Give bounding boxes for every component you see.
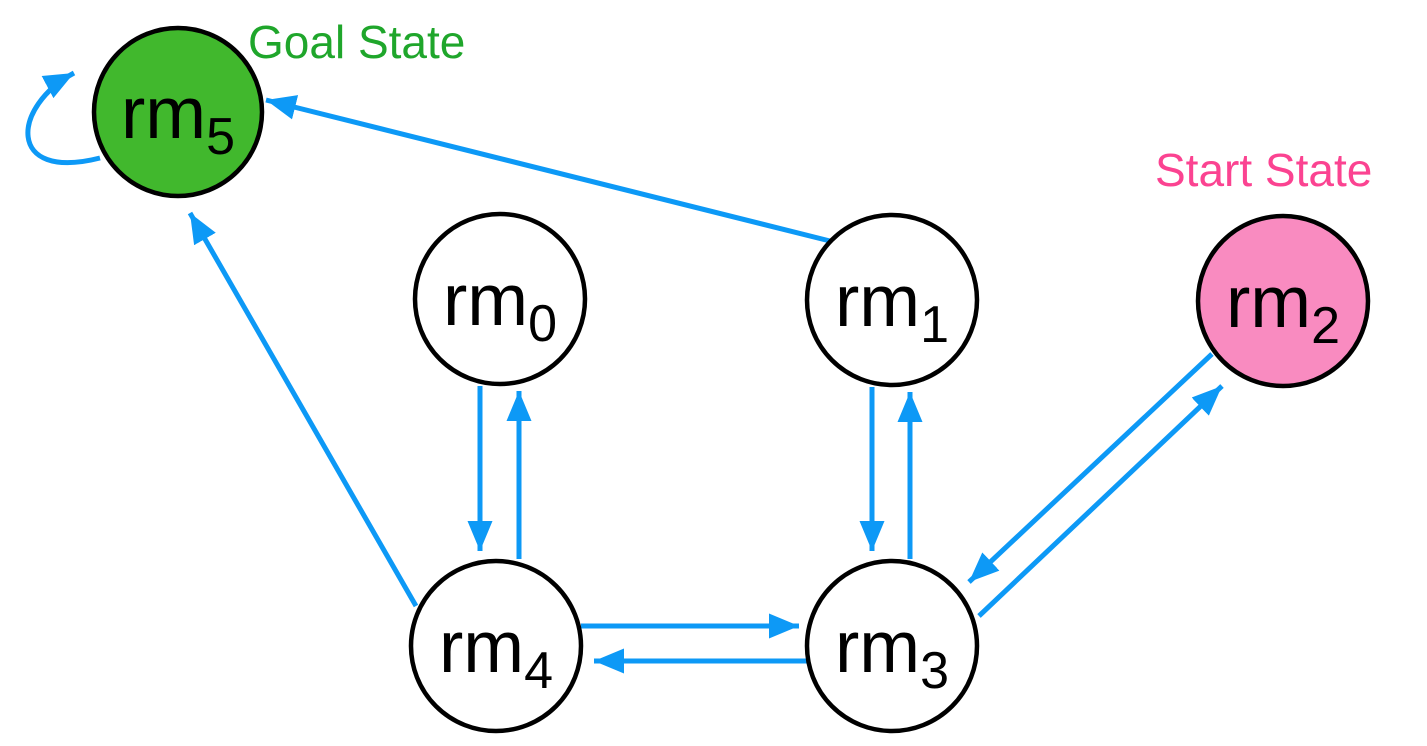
node-circle-rm0 xyxy=(412,211,588,387)
node-rm1-room: rm1 xyxy=(804,212,980,388)
edge-rm1-to-rm5 xyxy=(265,95,831,244)
nodes-layer: rm5 rm0 rm1 rm2 rm4 rm3 xyxy=(91,25,1371,734)
node-label-rm1: rm1 xyxy=(835,261,949,354)
goal-state-label: Goal State xyxy=(248,16,465,68)
node-circle-rm3 xyxy=(804,558,980,734)
node-rm0-room: rm0 xyxy=(412,211,588,387)
edges-layer xyxy=(25,70,1224,674)
edge-rm3-to-rm2 xyxy=(977,384,1224,618)
node-circle-rm2 xyxy=(1195,213,1371,389)
node-rm3-room: rm3 xyxy=(804,558,980,734)
node-circle-rm4 xyxy=(408,558,584,734)
node-rm2-start: rm2 xyxy=(1195,213,1371,389)
node-circle-rm5 xyxy=(91,25,265,199)
edge-rm2-to-rm3 xyxy=(967,352,1214,584)
node-circle-rm1 xyxy=(804,212,980,388)
start-state-label: Start State xyxy=(1155,144,1372,196)
edge-rm4-to-rm5 xyxy=(187,211,419,608)
edge-rm5-to-rm5-self-loop xyxy=(25,70,101,166)
node-rm4-room: rm4 xyxy=(408,558,584,734)
node-rm5-goal: rm5 xyxy=(91,25,265,199)
